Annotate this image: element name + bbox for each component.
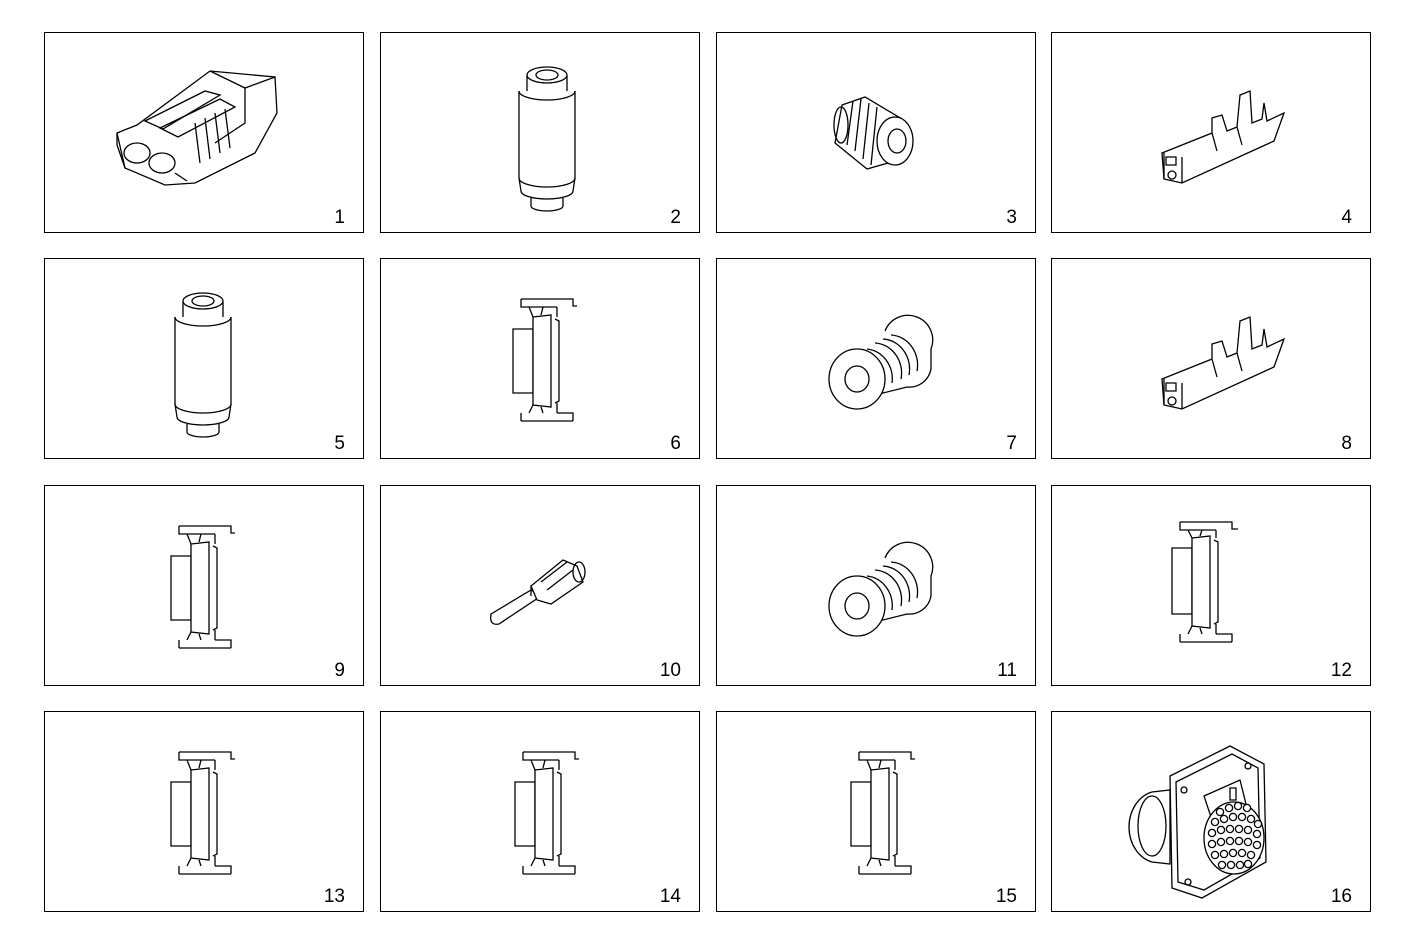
part-number: 2	[670, 207, 681, 228]
part-number: 13	[323, 886, 345, 907]
part-cell-7: 7	[716, 258, 1036, 459]
part-cell-5: 5	[44, 258, 364, 459]
part-cell-9: 9	[44, 485, 364, 686]
part-cell-12: 12	[1051, 485, 1371, 686]
part-cell-6: 6	[380, 258, 700, 459]
clip-drawing	[45, 712, 365, 913]
part-number: 11	[997, 660, 1017, 681]
part-cell-16: 16	[1051, 711, 1371, 912]
part-cell-10: 10	[380, 485, 700, 686]
connector-housing-drawing	[45, 33, 365, 234]
blade-terminal-drawing	[381, 486, 701, 687]
terminal-drawing	[1052, 259, 1372, 460]
clip-drawing	[1052, 486, 1372, 687]
part-cell-14: 14	[380, 711, 700, 912]
clip-drawing	[381, 712, 701, 913]
cylinder-plug-drawing	[45, 259, 365, 460]
part-number: 12	[1330, 660, 1352, 681]
part-number: 10	[659, 660, 681, 681]
part-number: 3	[1006, 207, 1017, 228]
cylinder-plug-drawing	[381, 33, 701, 234]
part-cell-11: 11	[716, 485, 1036, 686]
large-seal-drawing	[717, 486, 1037, 687]
part-cell-13: 13	[44, 711, 364, 912]
part-cell-2: 2	[380, 32, 700, 233]
part-cell-3: 3	[716, 32, 1036, 233]
clip-drawing	[717, 712, 1037, 913]
part-number: 7	[1006, 433, 1017, 454]
part-number: 8	[1341, 433, 1352, 454]
small-seal-drawing	[717, 33, 1037, 234]
part-number: 15	[995, 886, 1017, 907]
part-number: 16	[1330, 886, 1352, 907]
part-number: 9	[334, 660, 345, 681]
part-cell-4: 4	[1051, 32, 1371, 233]
part-number: 4	[1341, 207, 1352, 228]
part-number: 1	[334, 207, 345, 228]
part-number: 5	[334, 433, 345, 454]
part-number: 6	[670, 433, 681, 454]
part-number: 14	[659, 886, 681, 907]
part-cell-1: 1	[44, 32, 364, 233]
part-cell-8: 8	[1051, 258, 1371, 459]
part-cell-15: 15	[716, 711, 1036, 912]
terminal-drawing	[1052, 33, 1372, 234]
clip-drawing	[381, 259, 701, 460]
clip-drawing	[45, 486, 365, 687]
large-seal-drawing	[717, 259, 1037, 460]
round-multipin-connector-drawing	[1052, 712, 1372, 913]
